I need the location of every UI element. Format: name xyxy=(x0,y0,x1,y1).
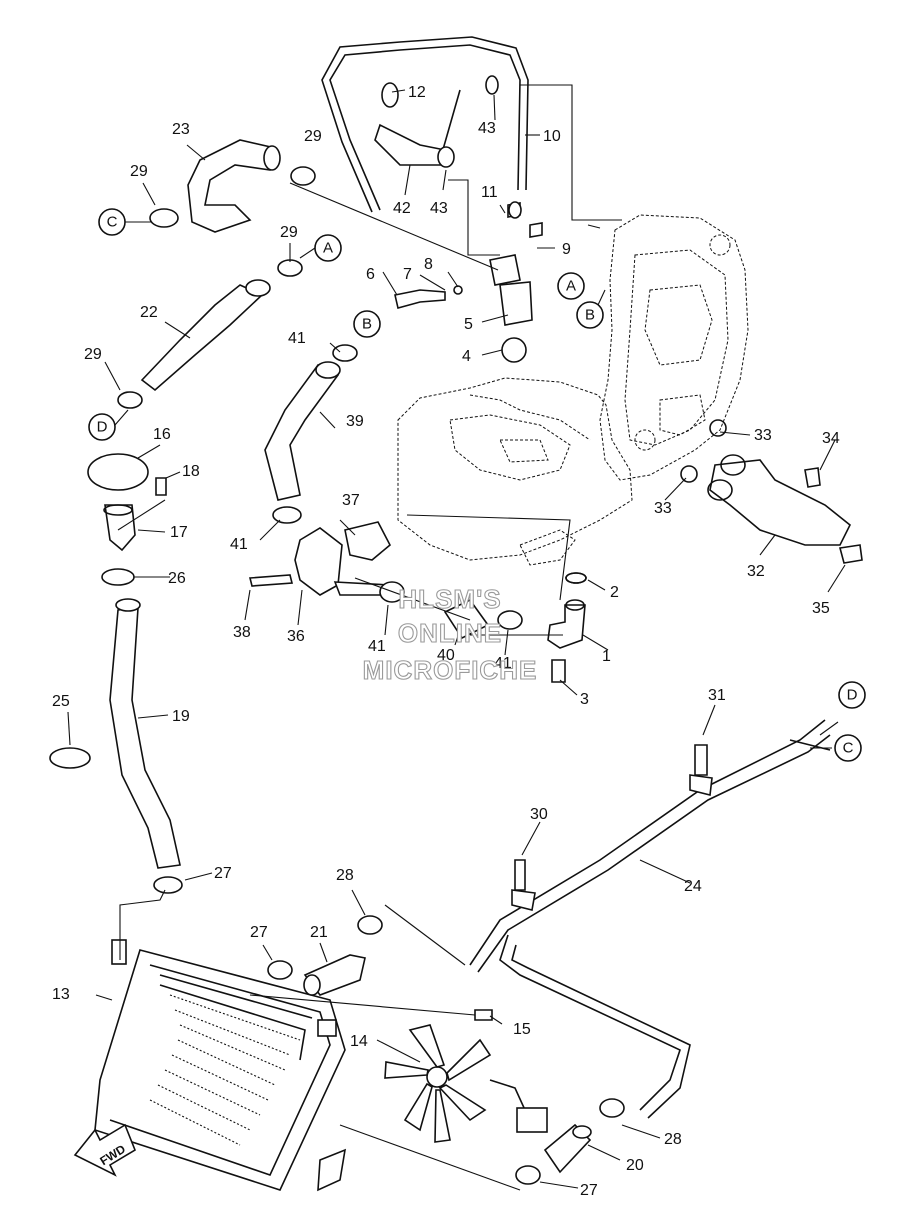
connector-d-right: D xyxy=(847,687,858,704)
callout-38: 38 xyxy=(233,624,251,641)
callout-5: 5 xyxy=(464,316,473,333)
callout-25: 25 xyxy=(52,693,70,710)
callout-23: 23 xyxy=(172,121,190,138)
callout-32: 32 xyxy=(747,563,765,580)
callout-41a: 41 xyxy=(288,330,306,347)
callout-labels: 1 2 3 4 5 6 7 8 9 10 11 12 13 14 15 16 1… xyxy=(52,84,840,1199)
watermark: HLSM'S ONLINE MICROFICHE xyxy=(362,583,538,685)
callout-28a: 28 xyxy=(336,867,354,884)
callout-27b: 27 xyxy=(250,924,268,941)
callout-14: 14 xyxy=(350,1033,368,1050)
connector-c-right: C xyxy=(843,740,854,757)
cylinder-head xyxy=(599,214,749,481)
radiator xyxy=(94,939,347,1192)
callout-29b: 29 xyxy=(304,128,322,145)
callout-37: 37 xyxy=(342,492,360,509)
callout-18: 18 xyxy=(182,463,200,480)
callout-7: 7 xyxy=(403,266,412,283)
callout-16: 16 xyxy=(153,426,171,443)
callout-6: 6 xyxy=(366,266,375,283)
callout-31: 31 xyxy=(708,687,726,704)
callout-4: 4 xyxy=(462,348,471,365)
pipe-brackets xyxy=(474,744,713,1021)
callout-26: 26 xyxy=(168,570,186,587)
callout-19: 19 xyxy=(172,708,190,725)
engine-block xyxy=(397,377,633,566)
callout-28b: 28 xyxy=(664,1131,682,1148)
callout-8: 8 xyxy=(424,256,433,273)
watermark-line-1: HLSM'S xyxy=(398,584,501,614)
callout-13: 13 xyxy=(52,986,70,1003)
callout-41d: 41 xyxy=(494,655,512,672)
connector-a-head: A xyxy=(566,278,576,295)
callout-21: 21 xyxy=(310,924,328,941)
pump-36 xyxy=(248,521,392,596)
callout-29c: 29 xyxy=(280,224,298,241)
connector-a-top: A xyxy=(323,240,333,257)
callout-11: 11 xyxy=(481,184,498,201)
callout-2: 2 xyxy=(610,584,619,601)
callout-41c: 41 xyxy=(368,638,386,655)
connector-labels: A A B B C C D D xyxy=(88,208,866,762)
callout-9: 9 xyxy=(562,241,571,258)
callout-34: 34 xyxy=(822,430,840,447)
leader-lines xyxy=(67,84,846,1191)
hose-20 xyxy=(543,1123,592,1174)
callout-10: 10 xyxy=(543,128,561,145)
connector-b-head: B xyxy=(585,307,595,324)
hose-19 xyxy=(109,598,181,869)
callout-1: 1 xyxy=(602,648,611,665)
callout-40: 40 xyxy=(437,647,455,664)
pipe-24 xyxy=(469,719,831,1119)
callout-20: 20 xyxy=(626,1157,644,1174)
callout-15: 15 xyxy=(513,1021,531,1038)
callout-29a: 29 xyxy=(130,163,148,180)
callout-42: 42 xyxy=(393,200,411,217)
hose-22 xyxy=(140,279,271,392)
watermark-line-3: MICROFICHE xyxy=(363,655,538,685)
callout-33b: 33 xyxy=(654,500,672,517)
callout-22: 22 xyxy=(140,304,158,321)
connector-b-top: B xyxy=(362,316,372,333)
callout-12: 12 xyxy=(408,84,426,101)
callout-27a: 27 xyxy=(214,865,232,882)
watermark-line-2: ONLINE xyxy=(398,618,502,648)
callout-17: 17 xyxy=(170,524,188,541)
manifold-32 xyxy=(707,454,863,564)
connector-c-left: C xyxy=(107,214,118,231)
hose-10-42 xyxy=(321,36,529,213)
callout-24: 24 xyxy=(684,878,702,895)
callout-43b: 43 xyxy=(430,200,448,217)
cap-filler xyxy=(87,453,167,552)
callout-33a: 33 xyxy=(754,427,772,444)
callout-41b: 41 xyxy=(230,536,248,553)
callout-27c: 27 xyxy=(580,1182,598,1199)
callout-3: 3 xyxy=(580,691,589,708)
callout-36: 36 xyxy=(287,628,305,645)
callout-43a: 43 xyxy=(478,120,496,137)
connector-d-left: D xyxy=(97,419,108,436)
elbow-1 xyxy=(547,572,587,683)
callout-30: 30 xyxy=(530,806,548,823)
hose-39 xyxy=(264,361,341,501)
hose-23 xyxy=(187,139,281,233)
callout-35: 35 xyxy=(812,600,830,617)
callout-39: 39 xyxy=(346,413,364,430)
clamps xyxy=(49,75,727,1185)
fan xyxy=(384,1024,548,1143)
callout-29d: 29 xyxy=(84,346,102,363)
hose-21 xyxy=(303,954,366,996)
